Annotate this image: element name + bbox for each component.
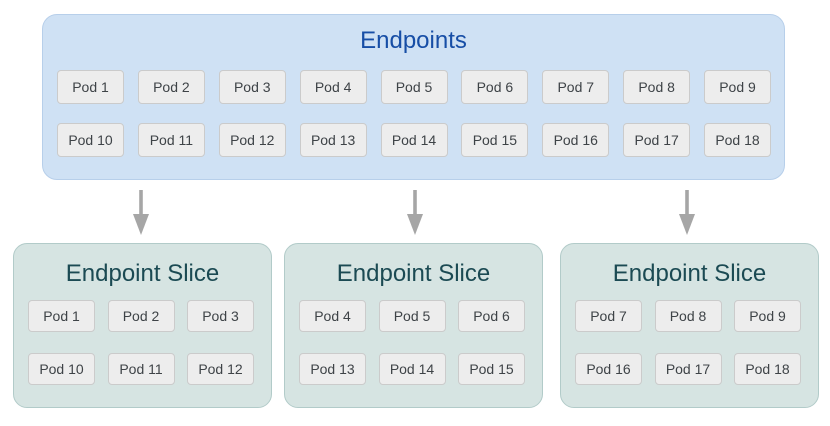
pod-box: Pod 4 [299, 70, 367, 104]
pod-box: Pod 17 [623, 123, 691, 157]
pod-box: Pod 8 [623, 70, 691, 104]
pod-box: Pod 15 [458, 353, 525, 385]
pod-box: Pod 5 [380, 70, 448, 104]
pod-box: Pod 2 [107, 300, 175, 332]
slice-pod-row-2: Pod 10 Pod 11 Pod 12 [14, 353, 271, 385]
pod-box: Pod 4 [299, 300, 366, 332]
pod-box: Pod 5 [378, 300, 446, 332]
pod-box: Pod 7 [575, 300, 642, 332]
pod-box: Pod 10 [28, 353, 95, 385]
pod-box: Pod 15 [461, 123, 529, 157]
pod-box: Pod 9 [704, 70, 771, 104]
pod-box: Pod 14 [380, 123, 448, 157]
pod-box: Pod 2 [137, 70, 205, 104]
pod-box: Pod 11 [137, 123, 205, 157]
pod-box: Pod 10 [57, 123, 124, 157]
pod-box: Pod 6 [458, 300, 525, 332]
endpoint-slice-title: Endpoint Slice [65, 260, 220, 287]
pod-box: Pod 18 [734, 353, 801, 385]
endpoint-slice-box-1: Endpoint Slice Pod 1 Pod 2 Pod 3 Pod 10 … [13, 243, 272, 408]
pod-box: Pod 13 [299, 353, 366, 385]
slice-pod-row-1: Pod 4 Pod 5 Pod 6 [285, 300, 542, 332]
pod-box: Pod 8 [654, 300, 722, 332]
pod-box: Pod 3 [187, 300, 254, 332]
slice-pod-row-1: Pod 1 Pod 2 Pod 3 [14, 300, 271, 332]
pod-box: Pod 12 [218, 123, 286, 157]
endpoint-slice-box-3: Endpoint Slice Pod 7 Pod 8 Pod 9 Pod 16 … [560, 243, 819, 408]
pod-box: Pod 12 [187, 353, 254, 385]
pod-box: Pod 16 [575, 353, 642, 385]
endpoints-box: Endpoints Pod 1 Pod 2 Pod 3 Pod 4 Pod 5 … [42, 14, 785, 180]
pod-box: Pod 1 [57, 70, 124, 104]
pod-box: Pod 6 [461, 70, 529, 104]
pod-box: Pod 18 [704, 123, 771, 157]
slice-pod-row-2: Pod 13 Pod 14 Pod 15 [285, 353, 542, 385]
slice-pod-row-2: Pod 16 Pod 17 Pod 18 [561, 353, 818, 385]
endpoints-pod-row-2: Pod 10 Pod 11 Pod 12 Pod 13 Pod 14 Pod 1… [43, 123, 784, 157]
pod-box: Pod 13 [299, 123, 367, 157]
endpoints-title: Endpoints [360, 27, 467, 54]
arrow-down-icon [678, 190, 696, 235]
pod-box: Pod 11 [107, 353, 175, 385]
arrow-down-icon [132, 190, 150, 235]
pod-box: Pod 7 [542, 70, 610, 104]
pod-box: Pod 16 [542, 123, 610, 157]
pod-box: Pod 3 [218, 70, 286, 104]
arrow-down-icon [406, 190, 424, 235]
pod-box: Pod 17 [654, 353, 722, 385]
endpoint-slice-box-2: Endpoint Slice Pod 4 Pod 5 Pod 6 Pod 13 … [284, 243, 543, 408]
endpoint-slice-title: Endpoint Slice [612, 260, 767, 287]
slice-pod-row-1: Pod 7 Pod 8 Pod 9 [561, 300, 818, 332]
pod-box: Pod 9 [734, 300, 801, 332]
endpoint-slice-title: Endpoint Slice [336, 260, 491, 287]
pod-box: Pod 14 [378, 353, 446, 385]
endpoints-pod-row-1: Pod 1 Pod 2 Pod 3 Pod 4 Pod 5 Pod 6 Pod … [43, 70, 784, 104]
pod-box: Pod 1 [28, 300, 95, 332]
